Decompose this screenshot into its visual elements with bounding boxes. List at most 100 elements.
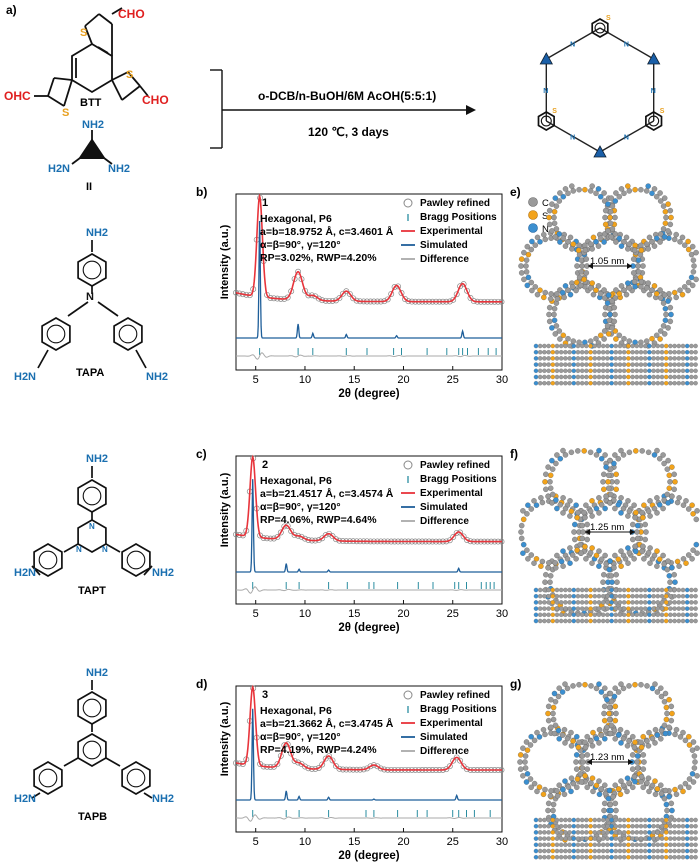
stack-atom [672, 343, 677, 349]
framework-atom [638, 773, 645, 780]
framework-atom [647, 513, 653, 519]
stack-atom [672, 374, 677, 380]
stack-atom [558, 343, 564, 349]
framework-atom [602, 782, 608, 788]
pawley-point [274, 534, 281, 541]
framework-atom [618, 495, 624, 501]
stack-atom [626, 817, 631, 823]
stack-atom [605, 854, 610, 860]
stack-atom [642, 830, 648, 835]
stack-atom [563, 593, 568, 599]
stack-atom [617, 362, 623, 367]
framework-atom [589, 545, 595, 551]
stack-atom [533, 593, 539, 599]
framework-atom [579, 535, 586, 542]
framework-atom [547, 296, 554, 302]
stack-atom [621, 618, 627, 624]
tapb-ring-left-aromatic [38, 768, 58, 788]
framework-atom [612, 685, 618, 691]
framework-atom [618, 778, 624, 784]
framework-atom [685, 506, 692, 512]
framework-atom [598, 732, 605, 738]
difference-series [236, 352, 502, 360]
stack-atom [609, 830, 614, 835]
stack-atom [546, 830, 551, 835]
pawley-point [384, 296, 391, 303]
framework-atom [634, 759, 640, 765]
stack-atom [634, 349, 640, 355]
pawley-point [302, 763, 308, 770]
stack-atom [605, 618, 610, 624]
framework-atom [626, 738, 632, 744]
stack-atom [584, 368, 589, 374]
pore-size-f: 1.25 nm [590, 522, 624, 533]
stack-atom [537, 356, 543, 361]
framework-atom [609, 226, 616, 232]
legend-pawley-marker [403, 460, 413, 470]
stack-atom [558, 374, 564, 380]
framework-atom [598, 455, 605, 462]
framework-atom [658, 790, 665, 797]
stack-atom [630, 854, 635, 860]
framework-atom [651, 243, 658, 249]
framework-atom [558, 558, 565, 565]
framework-atom [602, 214, 608, 221]
stack-atom [676, 842, 682, 848]
framework-atom [685, 552, 692, 558]
stack-atom [684, 380, 690, 386]
pawley-point [336, 295, 343, 302]
stack-atom [571, 842, 577, 848]
stack-atom [634, 374, 640, 380]
framework-atom [602, 685, 608, 691]
framework-atom [608, 573, 615, 579]
stack-atom [588, 612, 593, 618]
framework-atom [694, 773, 700, 779]
tapb-ring-center-aromatic [82, 740, 102, 760]
stack-atom [571, 817, 577, 823]
framework-atom [546, 311, 552, 318]
framework-atom [664, 807, 670, 814]
stack-atom [605, 823, 610, 829]
stack-atom [537, 380, 543, 386]
framework-atom [593, 239, 599, 245]
chart-frame [235, 455, 503, 605]
framework-atom [633, 509, 639, 516]
framework-atom [534, 729, 540, 736]
framework-atom [521, 276, 527, 283]
stack-atom [638, 356, 644, 361]
stack-atom [693, 368, 698, 374]
stack-atom [567, 380, 572, 386]
framework-atom [630, 784, 636, 791]
stack-atom [659, 842, 665, 848]
stack-atom [651, 374, 656, 380]
framework-atom [688, 274, 695, 281]
stack-atom [605, 356, 610, 361]
stack-atom [613, 836, 619, 841]
stack-atom [638, 606, 644, 611]
stack-atom [554, 362, 560, 367]
stack-atom [592, 349, 598, 355]
framework-atom [612, 800, 619, 807]
framework-atom [601, 703, 608, 710]
stack-atom [550, 593, 556, 599]
stack-atom [651, 600, 656, 605]
framework-atom [632, 242, 638, 249]
stack-atom [693, 854, 698, 860]
experimental-series [235, 454, 502, 543]
framework-atom [607, 214, 613, 221]
ii-name: II [86, 181, 92, 193]
framework-atom [631, 744, 638, 751]
stack-atom [659, 368, 665, 374]
framework-atom [595, 186, 602, 192]
framework-atom [654, 732, 661, 738]
framework-atom [618, 740, 624, 746]
simulated-series [236, 220, 502, 339]
tapb-name: TAPB [78, 811, 107, 823]
tapb-molecule [31, 680, 153, 799]
stack-atom [693, 830, 698, 835]
framework-atom [673, 791, 680, 798]
framework-atom [576, 274, 583, 281]
stack-atom [575, 830, 581, 835]
stack-atom [676, 817, 682, 823]
stack-atom [621, 830, 627, 835]
